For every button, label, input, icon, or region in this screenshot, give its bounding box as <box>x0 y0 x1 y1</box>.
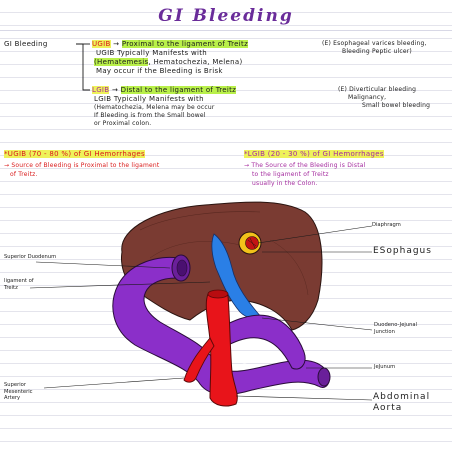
jejunum-opening <box>317 367 331 387</box>
lgib-stat-heading-text: *LGIB (20 - 30 %) of GI Hemorrhages <box>244 150 384 158</box>
ugib-manifest-highlight: (Hematemesis <box>94 58 149 66</box>
lgib-examples-3: Small bowel bleeding <box>362 102 431 109</box>
lgib-definition: Distal to the ligament of Treitz <box>120 86 237 94</box>
ugib-definition: Proximal to the ligament of Treitz <box>121 40 249 48</box>
label-jejunum: JeJunum <box>374 364 396 370</box>
lgib-examples-2: Malignancy, <box>348 94 387 101</box>
ugib-stat-line2: of Treitz. <box>10 171 38 178</box>
label-diaphragm: Diaphragm <box>372 222 401 228</box>
lgib-stat-heading: *LGIB (20 - 30 %) of GI Hemorrhages <box>244 150 384 159</box>
lgib-manifest-intro: LGIB Typically Manifests with <box>94 95 204 103</box>
lgib-brisk-1: If Bleeding is from the Small bowel <box>94 112 206 119</box>
ugib-stat-line1: → Source of Bleeding is Proximal to the … <box>4 162 160 169</box>
ugib-definition-line: UGIB → Proximal to the ligament of Treit… <box>92 40 249 49</box>
label-ligament-of-treitz: ligament of Treitz <box>4 278 34 291</box>
ugib-manifest-line: (Hematemesis, Hematochezia, Melena) <box>94 58 243 67</box>
notes-root-label: GI Bleeding <box>4 40 48 48</box>
lgib-stat-line2: to the ligament of Treitz <box>252 171 329 178</box>
lgib-examples-1: (E) Diverticular bleeding <box>338 86 417 93</box>
lgib-stat-line3: usually in the Colon. <box>252 180 318 187</box>
ugib-stat-heading: *UGIB (70 - 80 %) of GI Hemorrhages <box>4 150 145 159</box>
ugib-examples-1: (E) Esophageal varices bleeding, <box>322 40 427 47</box>
lgib-arrow: → <box>111 86 119 94</box>
page-title: GI Bleeding <box>158 6 294 26</box>
lgib-definition-line: LGIB → Distal to the ligament of Treitz <box>92 86 237 95</box>
lgib-manifest-detail: (Hematochezia, Melena may be occur <box>94 104 215 111</box>
ugib-arrow: → <box>113 40 120 48</box>
ugib-brisk: May occur if the Bleeding is Brisk <box>96 67 223 75</box>
label-superior-duodenum: Superior Duodenum <box>4 254 57 260</box>
lgib-brisk-2: or Proximal colon. <box>94 120 152 127</box>
superior-mesenteric-artery <box>183 337 215 383</box>
ugib-manifest-intro: UGIB Typically Manifests with <box>96 49 208 57</box>
label-abdominal-aorta: Abdominal Aorta <box>373 392 431 413</box>
label-esophagus: ESophagus <box>373 246 432 256</box>
ugib-stat-heading-text: *UGIB (70 - 80 %) of GI Hemorrhages <box>4 150 145 158</box>
label-superior-mesenteric-artery: Superior Mesenteric Artery <box>4 382 33 401</box>
lgib-tag: LGIB <box>92 86 110 94</box>
lgib-stat-line1: → The Source of the Bleeding is Distal <box>244 162 366 169</box>
label-duodeno-jejunal-junction: Duodeno-Jejunal Junction <box>374 322 418 335</box>
ugib-tag: UGIB <box>92 40 111 48</box>
duodenojejunal-segment <box>211 314 306 370</box>
ugib-manifest-rest: , Hematochezia, Melena) <box>148 58 243 66</box>
ugib-examples-2: Bleeding Peptic ulcer) <box>342 48 412 55</box>
header-rule <box>0 30 452 31</box>
